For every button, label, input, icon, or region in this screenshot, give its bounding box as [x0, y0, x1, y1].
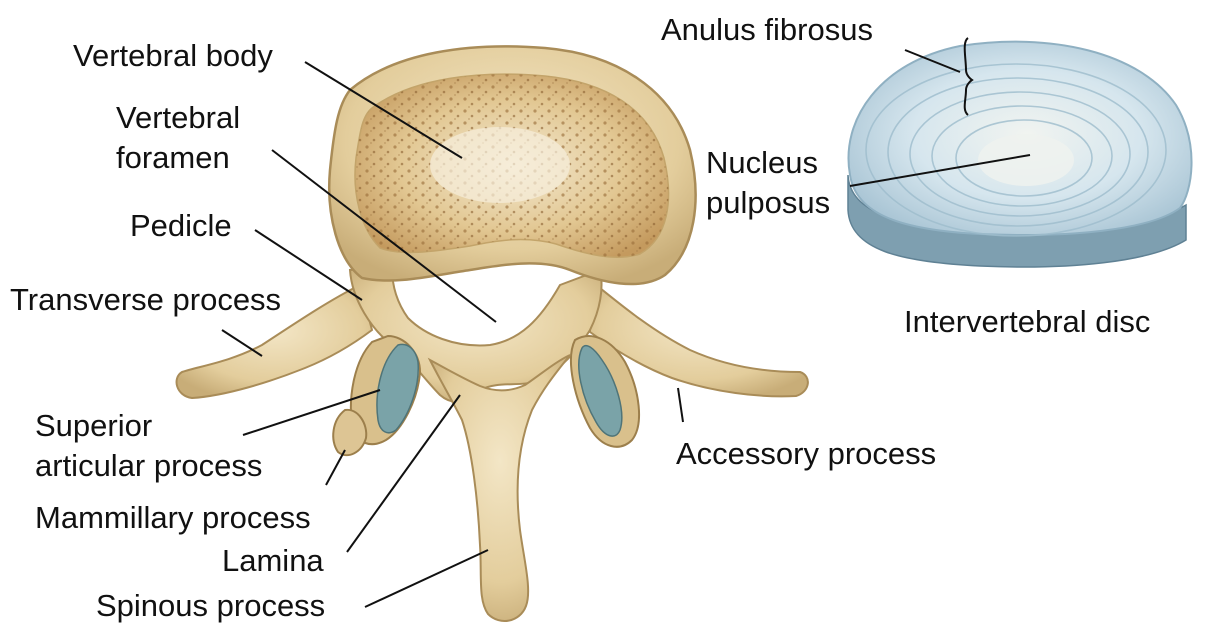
nucleus-pulposus	[978, 134, 1074, 186]
mammillary-process	[333, 410, 366, 455]
label-transverse-process: Transverse process	[10, 282, 281, 318]
label-vertebral-foramen-line2: foramen	[116, 140, 230, 176]
leader-transverse-process	[222, 330, 262, 356]
spinous-process	[430, 355, 570, 621]
label-nucleus-pulposus-line2: pulposus	[706, 185, 830, 221]
label-superior-articular-line2: articular process	[35, 448, 262, 484]
label-vertebral-foramen-line1: Vertebral	[116, 100, 240, 136]
label-anulus-fibrosus: Anulus fibrosus	[661, 12, 873, 48]
caption-intervertebral-disc: Intervertebral disc	[904, 304, 1150, 340]
label-mammillary-process: Mammillary process	[35, 500, 311, 536]
leader-accessory	[678, 388, 683, 422]
label-nucleus-pulposus-line1: Nucleus	[706, 145, 818, 181]
label-pedicle: Pedicle	[130, 208, 232, 244]
label-accessory-process: Accessory process	[676, 436, 936, 472]
leader-spinous	[365, 550, 488, 607]
leader-mammillary	[326, 450, 345, 485]
label-superior-articular-line1: Superior	[35, 408, 152, 444]
intervertebral-disc	[848, 42, 1192, 267]
label-lamina: Lamina	[222, 543, 324, 579]
label-vertebral-body: Vertebral body	[73, 38, 273, 74]
label-spinous-process: Spinous process	[96, 588, 325, 624]
